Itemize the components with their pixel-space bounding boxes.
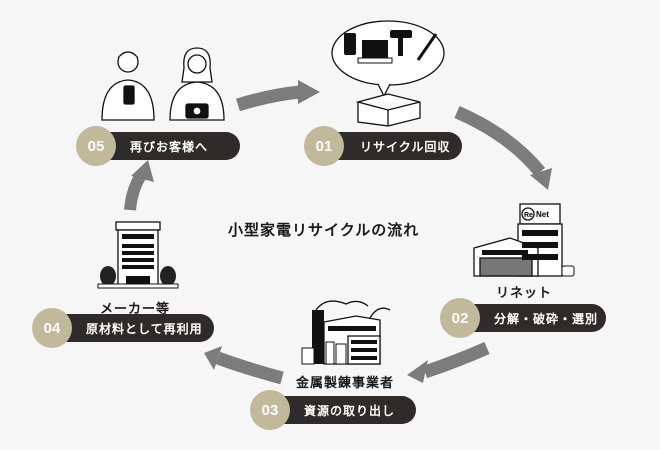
customers-icon xyxy=(101,47,225,121)
office-building-icon xyxy=(97,221,179,289)
step-04-badge: 04 xyxy=(32,308,72,348)
factory-icon xyxy=(301,300,391,365)
step-04-label: 原材料として再利用 xyxy=(86,321,203,336)
renet-sign-net: Net xyxy=(536,210,549,219)
renet-building-icon: Re Net xyxy=(473,203,575,277)
step-04-pill: 原材料として再利用 xyxy=(48,314,214,342)
step-03-label: 資源の取り出し xyxy=(304,403,396,418)
step-01-pill: リサイクル回収 xyxy=(322,132,462,160)
step-01-badge: 01 xyxy=(304,126,344,166)
diagram-title: 小型家電リサイクルの流れ xyxy=(228,221,420,239)
step-05-pill: 再びお客様へ xyxy=(92,132,240,160)
entity-label-02: リネット xyxy=(496,286,553,301)
box-of-electronics-icon xyxy=(331,20,445,127)
step-05-label: 再びお客様へ xyxy=(130,139,209,154)
step-03-pill: 資源の取り出し xyxy=(266,396,416,424)
renet-sign-re: Re xyxy=(524,212,533,219)
step-01-label: リサイクル回収 xyxy=(360,139,451,154)
step-02-label: 分解・破砕・選別 xyxy=(494,311,599,326)
step-02-pill: 分解・破砕・選別 xyxy=(456,304,606,332)
step-05-badge: 05 xyxy=(76,126,116,166)
entity-label-03: 金属製錬事業者 xyxy=(296,376,395,391)
step-02-badge: 02 xyxy=(440,298,480,338)
step-03-badge: 03 xyxy=(250,390,290,430)
entity-label-04: メーカー等 xyxy=(100,302,171,317)
